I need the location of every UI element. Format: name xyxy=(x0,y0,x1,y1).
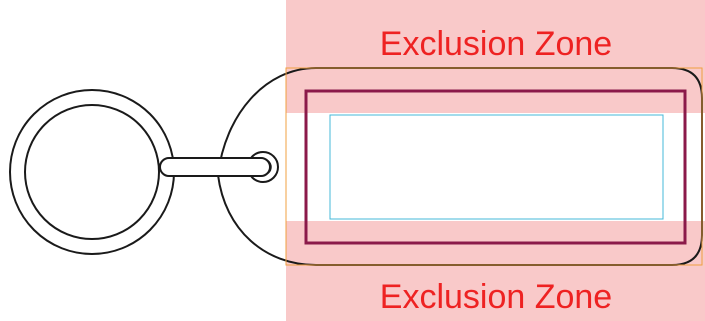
exclusion-zone-top-label: Exclusion Zone xyxy=(380,25,612,63)
key-ring-outer xyxy=(9,89,175,255)
exclusion-zone-bottom-label: Exclusion Zone xyxy=(380,278,612,316)
key-ring-inner xyxy=(24,104,160,240)
ring-link-bar xyxy=(159,157,271,177)
exclusion-zone-bottom xyxy=(286,221,705,321)
exclusion-zone-top xyxy=(286,0,705,113)
bleed-line xyxy=(285,67,703,266)
trim-line xyxy=(304,89,687,245)
safe-area xyxy=(329,114,664,220)
